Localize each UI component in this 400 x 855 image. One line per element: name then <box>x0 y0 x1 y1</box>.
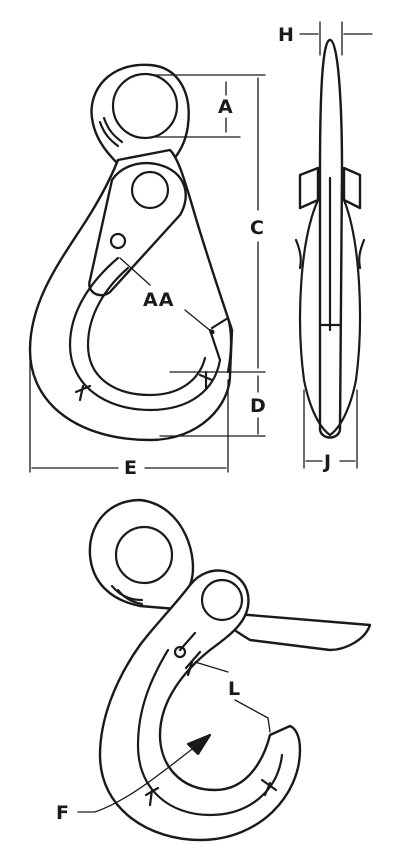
closed-hook-front-view: A C D E AA <box>28 63 267 479</box>
open-rivet <box>173 645 187 659</box>
label-a: A <box>218 96 234 118</box>
hook-throat <box>68 256 222 412</box>
label-f: F <box>56 802 70 824</box>
open-hook-inner <box>136 648 284 817</box>
open-mark-right <box>260 778 278 797</box>
hook-body <box>28 148 234 442</box>
label-h: H <box>278 24 295 46</box>
eye-hole <box>111 72 179 140</box>
dim-aa: AA <box>119 257 215 335</box>
eye-hatch <box>98 120 120 148</box>
dim-f: F <box>56 733 212 824</box>
hook-tip <box>210 316 233 374</box>
dim-h: H <box>278 21 373 56</box>
latch-rivet <box>109 232 127 250</box>
open-hook-eye <box>88 498 372 652</box>
hook-mark <box>74 384 92 402</box>
dim-a: A <box>149 74 266 138</box>
latch-pin-hole <box>130 170 170 210</box>
open-hook-view: L F <box>56 498 372 842</box>
label-l: L <box>228 678 241 700</box>
label-d: D <box>250 395 267 417</box>
label-aa: AA <box>143 289 174 311</box>
dim-c: C <box>169 77 266 373</box>
open-mark-left <box>144 786 160 807</box>
dim-e: E <box>29 339 229 479</box>
hook-side-view: H J <box>278 21 373 473</box>
label-j: J <box>322 451 332 473</box>
open-hook-body <box>98 569 302 842</box>
dim-d: D <box>159 375 267 437</box>
dim-j: J <box>303 389 358 473</box>
open-eye-hole <box>114 525 174 585</box>
dim-l: L <box>194 661 271 733</box>
open-latch-hole <box>200 578 244 622</box>
label-c: C <box>250 217 265 239</box>
label-e: E <box>124 457 138 479</box>
side-latch-right <box>342 166 362 210</box>
side-latch-left <box>298 166 320 210</box>
